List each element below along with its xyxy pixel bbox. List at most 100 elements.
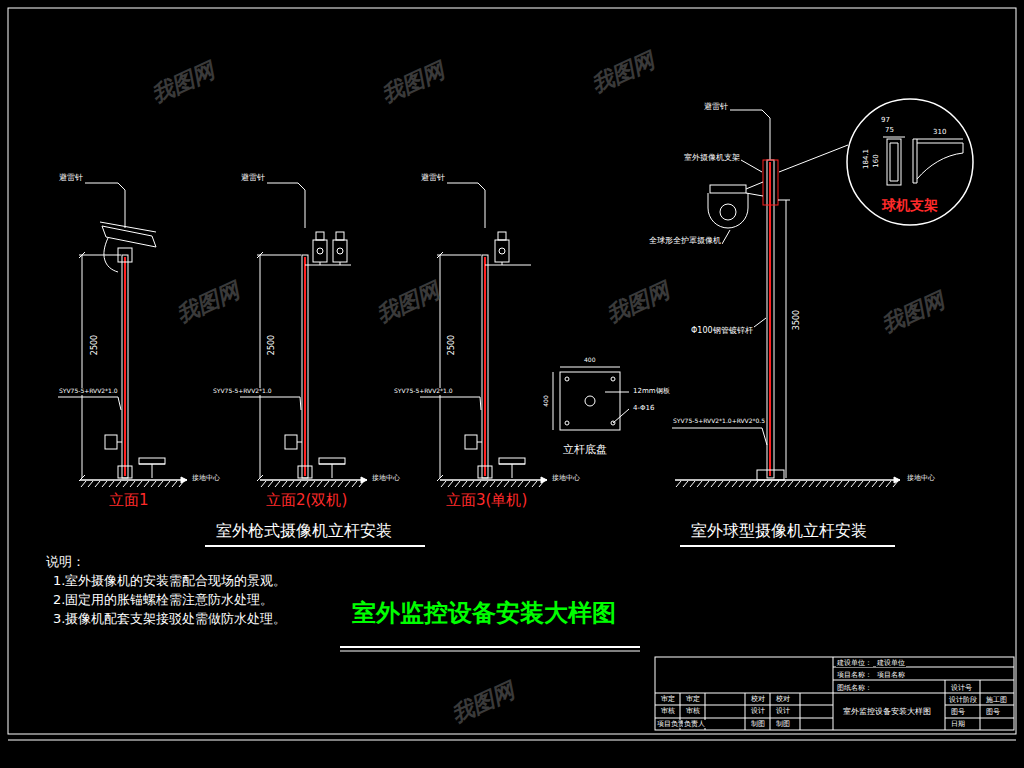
leader-line <box>741 160 762 172</box>
camera-mount <box>305 265 351 266</box>
ground-arrow <box>541 477 547 483</box>
ground-hatch <box>781 481 786 487</box>
bracket-profile <box>890 143 898 181</box>
ground-hatch <box>497 481 502 487</box>
table-cell: 室外监控设备安装大样图 <box>842 707 932 716</box>
watermark: 我图网 <box>378 57 449 108</box>
watermark: 我图网 <box>588 47 659 98</box>
ground-hatch <box>809 481 814 487</box>
table-cell: 项目名称 <box>876 671 906 679</box>
ground-hatch <box>844 481 849 487</box>
camera-body <box>313 240 327 262</box>
ground-hatch <box>704 481 709 487</box>
camera-stem <box>340 262 341 265</box>
cable-spec: SYV75-5+RVV2*1.0 <box>212 388 273 395</box>
part-name: 避雷针 <box>420 173 446 182</box>
part-name: Φ100钢管镀锌杆 <box>690 326 754 335</box>
pole-cable <box>124 257 126 476</box>
note: 2.固定用的胀锚螺栓需注意防水处理。 <box>52 593 274 608</box>
frame-line <box>8 740 1016 741</box>
detail-leader <box>779 145 848 172</box>
title-block-line <box>745 693 746 730</box>
leader-line <box>447 183 478 184</box>
watermark: 我图网 <box>148 57 219 108</box>
ground-hatch <box>462 481 467 487</box>
ground-hatch <box>711 481 716 487</box>
table-cell: 项目名称： <box>836 671 873 679</box>
drawing-frame <box>8 8 1016 734</box>
gun-camera <box>102 226 156 247</box>
ground-hatch <box>504 481 509 487</box>
part-name: 室外摄像机支架 <box>683 153 741 162</box>
watermark: 我图网 <box>603 277 674 328</box>
detail-title: 球机支架 <box>882 197 938 213</box>
dome-arm <box>746 182 763 196</box>
table-cell: 日期 <box>950 720 966 728</box>
grounding-pad <box>499 458 525 464</box>
ground-hatch <box>275 481 280 487</box>
ground-hatch <box>879 481 884 487</box>
part-name: 避雷针 <box>240 173 266 182</box>
note-heading: 说明： <box>45 555 86 570</box>
ground-hatch <box>746 481 751 487</box>
dimension: 184.1 <box>862 149 870 169</box>
dimension: 160 <box>872 154 880 167</box>
grounding-pad <box>139 458 165 464</box>
camera-lens <box>317 248 323 254</box>
ground-hatch <box>774 481 779 487</box>
dimension: 97 <box>881 116 890 124</box>
dimension-line <box>786 200 787 478</box>
table-cell: 审核 <box>685 707 701 715</box>
ground-hatch <box>441 481 446 487</box>
dome-housing <box>710 185 746 193</box>
ground-hatch <box>81 481 86 487</box>
pole-base <box>757 470 784 480</box>
grounding-wire <box>152 464 153 478</box>
title-block-line <box>655 693 1014 694</box>
title-block-line <box>655 705 833 706</box>
part-name: 避雷针 <box>703 102 729 111</box>
camera-cap <box>498 232 506 240</box>
pole-cable <box>304 257 306 476</box>
ground-hatch <box>296 481 301 487</box>
ground-hatch <box>816 481 821 487</box>
section-heading: 室外球型摄像机立杆安装 <box>690 522 868 540</box>
leader-line <box>300 397 301 410</box>
ground-hatch <box>158 481 163 487</box>
ground-arrow <box>181 477 187 483</box>
ground-hatch <box>525 481 530 487</box>
dimension-line <box>440 255 441 478</box>
title-underline <box>340 646 640 648</box>
table-cell: 项目负责 <box>656 720 686 728</box>
pole <box>482 255 488 478</box>
title-block <box>655 657 1014 730</box>
watermark: 我图网 <box>173 277 244 328</box>
dimension: 310 <box>933 128 946 136</box>
leader-line <box>298 183 305 190</box>
ground-line <box>260 479 367 481</box>
view-label: 立面3(单机) <box>445 492 528 509</box>
title-block-line <box>945 680 946 730</box>
ground-hatch <box>130 481 135 487</box>
bolt-hole <box>565 421 569 425</box>
ground-line <box>440 479 547 481</box>
title-block-line <box>655 718 833 719</box>
table-cell: 设计 <box>750 707 766 715</box>
ground-hatch <box>683 481 688 487</box>
ground-hatch <box>151 481 156 487</box>
leader-line <box>730 110 762 111</box>
ground-hatch <box>345 481 350 487</box>
junction-wire <box>117 442 122 443</box>
watermark: 我图网 <box>373 277 444 328</box>
ground-hatch <box>261 481 266 487</box>
extension-line <box>79 255 121 256</box>
cable-spec: SYV75-5+RVV2*1.0 <box>58 388 119 395</box>
cable-spec: SYV75-5+RVV2*1.0 <box>393 388 454 395</box>
lightning-rod <box>485 190 486 228</box>
leader-line <box>118 397 121 410</box>
table-cell: 图纸名称： <box>836 684 873 692</box>
leader-line <box>85 183 118 184</box>
dimension-line <box>917 139 963 140</box>
part-name: 避雷针 <box>58 173 84 182</box>
camera-mount <box>118 248 132 262</box>
